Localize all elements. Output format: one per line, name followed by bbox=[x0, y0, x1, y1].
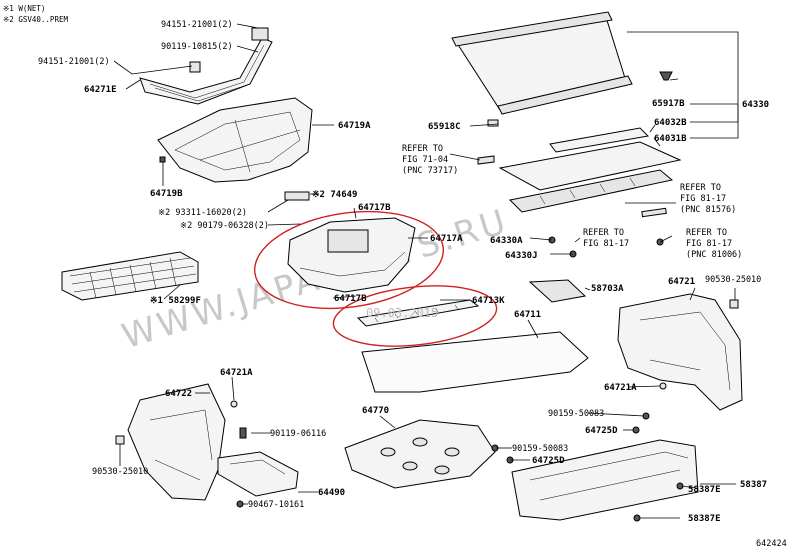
part-ref-bracket bbox=[477, 155, 495, 165]
label-64330: 64330 bbox=[742, 100, 769, 110]
label-58387E-lower: 58387E bbox=[688, 514, 721, 524]
label-64725D-center: 64725D bbox=[532, 456, 565, 466]
part-58299F-net bbox=[61, 251, 199, 301]
ref1-line2: FIG 71-04 bbox=[402, 155, 448, 165]
label-64713K: 64713K bbox=[472, 296, 505, 306]
label-64725D-right: 64725D bbox=[585, 426, 618, 436]
label-64717B-top: 64717B bbox=[358, 203, 391, 213]
part-ref-clip bbox=[641, 207, 667, 218]
ref3-line1: REFER TO bbox=[583, 228, 624, 238]
label-90179: ※2 90179-06328(2) bbox=[180, 221, 269, 231]
part-90530-clip-left bbox=[115, 435, 125, 445]
label-64271E: 64271E bbox=[84, 85, 117, 95]
part-64719A-lid-trim bbox=[157, 97, 313, 183]
part-64722-side-trim bbox=[127, 383, 226, 501]
part-58387-sill-plate bbox=[511, 439, 699, 521]
label-64717B-bottom: 64717B bbox=[334, 294, 367, 304]
ref4-line3: (PNC 81006) bbox=[686, 250, 742, 260]
ref1-line3: (PNC 73717) bbox=[402, 166, 458, 176]
label-90530a: 90530-25010 bbox=[705, 275, 761, 285]
part-64032B-shelf bbox=[549, 127, 650, 153]
part-64490-box bbox=[217, 451, 299, 497]
label-90119b: 90119-06116 bbox=[270, 429, 326, 439]
label-90530b: 90530-25010 bbox=[92, 467, 148, 477]
label-64032B: 64032B bbox=[654, 118, 687, 128]
part-hinge-bracket bbox=[189, 27, 269, 73]
label-64711: 64711 bbox=[514, 310, 541, 320]
label-58387E-upper: 58387E bbox=[688, 485, 721, 495]
part-64719B-clip bbox=[159, 156, 166, 163]
part-90530-clip-right bbox=[729, 299, 739, 309]
part-65918C-clip bbox=[487, 119, 499, 127]
label-64721: 64721 bbox=[668, 277, 695, 287]
note-2: ※2 GSV40..PREM bbox=[3, 15, 68, 24]
part-64031B-shelf bbox=[498, 141, 682, 213]
part-64330-roller bbox=[451, 11, 633, 115]
label-64722: 64722 bbox=[165, 389, 192, 399]
diagram-id: 642424 bbox=[756, 539, 787, 549]
part-64770-cover bbox=[344, 419, 496, 489]
part-64713K-strip bbox=[356, 299, 480, 327]
label-93311: ※2 93311-16020(2) bbox=[158, 208, 247, 218]
ref2-line3: (PNC 81576) bbox=[680, 205, 736, 215]
part-64271E-strip bbox=[139, 37, 273, 105]
label-64721A-left: 64721A bbox=[220, 368, 253, 378]
ref1-line1: REFER TO bbox=[402, 144, 443, 154]
label-64721A-right: 64721A bbox=[604, 383, 637, 393]
highlight-ellipse-64713K bbox=[332, 285, 498, 347]
label-64330J: 64330J bbox=[505, 251, 538, 261]
label-65918C: 65918C bbox=[428, 122, 461, 132]
label-65917B: 65917B bbox=[652, 99, 685, 109]
ref2-line2: FIG 81-17 bbox=[680, 194, 726, 204]
ref3-line2: FIG 81-17 bbox=[583, 239, 629, 249]
label-64717A: 64717A bbox=[430, 234, 463, 244]
label-94151b: 94151-21001(2) bbox=[38, 57, 110, 67]
label-64719A: 64719A bbox=[338, 121, 371, 131]
part-65917B-knob bbox=[659, 71, 673, 81]
part-64717A-panel bbox=[287, 217, 416, 293]
part-58703A-plate bbox=[528, 279, 587, 303]
part-64711-mat bbox=[361, 331, 589, 393]
label-58387: 58387 bbox=[740, 480, 767, 490]
label-64031B: 64031B bbox=[654, 134, 687, 144]
leader-lines bbox=[113, 23, 739, 519]
note-1: ※1 W(NET) bbox=[3, 4, 45, 13]
label-94151a: 94151-21001(2) bbox=[161, 20, 233, 30]
label-64770: 64770 bbox=[362, 406, 389, 416]
label-90119a: 90119-10815(2) bbox=[161, 42, 233, 52]
part-64721-side-trim bbox=[617, 293, 743, 411]
part-74649-bracket bbox=[284, 191, 310, 201]
label-64490: 64490 bbox=[318, 488, 345, 498]
ref4-line2: FIG 81-17 bbox=[686, 239, 732, 249]
label-64330A: 64330A bbox=[490, 236, 523, 246]
label-90159b: 90159-50083 bbox=[512, 444, 568, 454]
label-74649: ※2 74649 bbox=[312, 190, 357, 200]
label-58703A: 58703A bbox=[591, 284, 624, 294]
label-90159a: 90159-50083 bbox=[548, 409, 604, 419]
label-90467: 90467-10161 bbox=[248, 500, 304, 510]
label-58299F: ※1 58299F bbox=[150, 296, 201, 306]
ref2-line1: REFER TO bbox=[680, 183, 721, 193]
label-64719B: 64719B bbox=[150, 189, 183, 199]
watermark-stamp: 09.03.2015 bbox=[366, 306, 438, 320]
part-90119-bolt bbox=[239, 427, 247, 439]
highlight-ellipse-64717A bbox=[253, 210, 445, 310]
ref4-line1: REFER TO bbox=[686, 228, 727, 238]
